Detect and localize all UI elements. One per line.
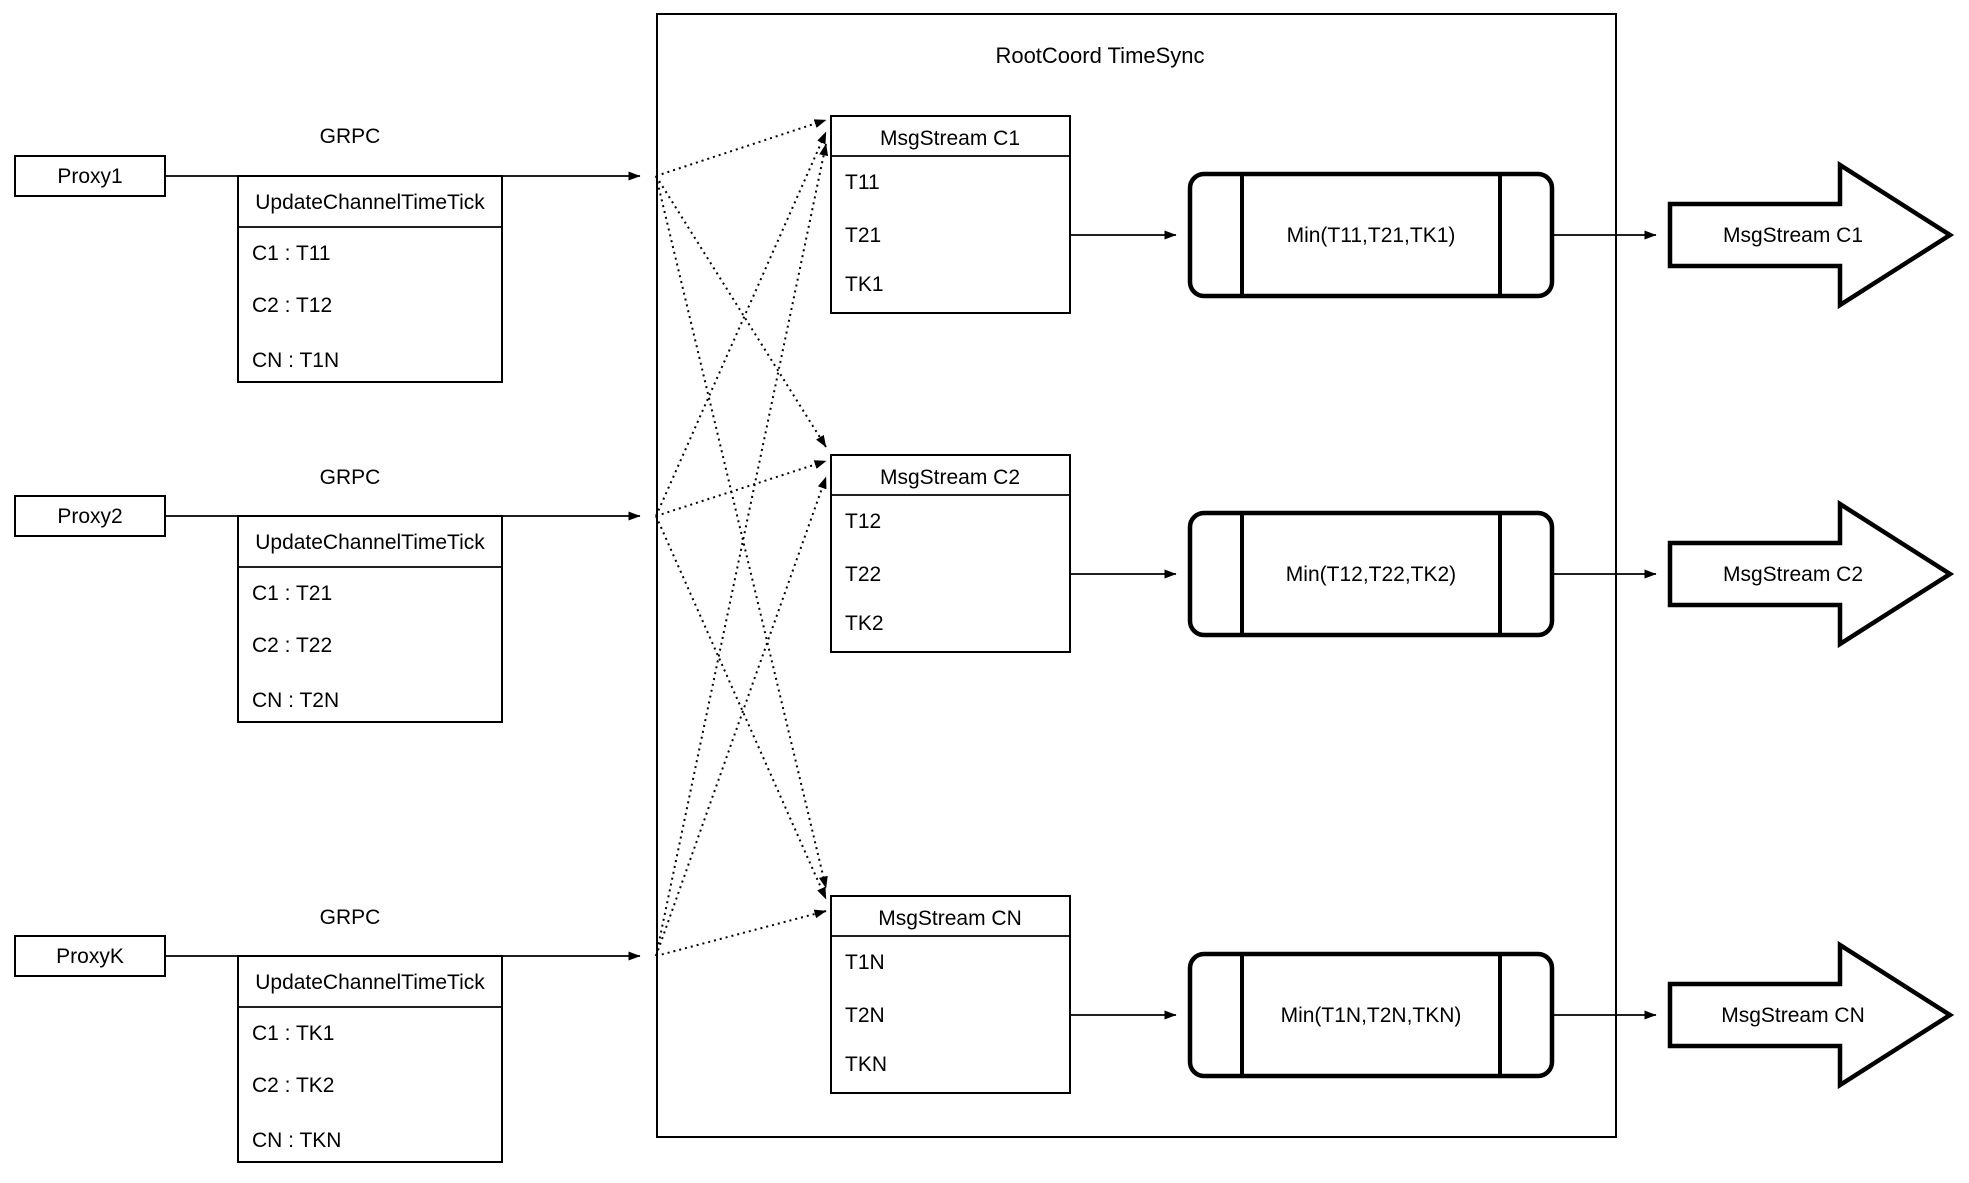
grpc-label-1: GRPC — [320, 125, 381, 148]
table-row: CN : TKN — [252, 1129, 341, 1152]
table-row: C1 : TK1 — [252, 1022, 334, 1045]
proxy1-group: Proxy1 GRPC UpdateChannelTimeTick C1 : T… — [14, 125, 641, 383]
table-row: CN : T1N — [252, 349, 339, 372]
dotted-link-proxy1-cn — [655, 175, 828, 889]
proxy1-box — [14, 155, 166, 197]
proxy2-label: Proxy2 — [57, 505, 122, 528]
output-arrow-c1: MsgStream C1 — [1667, 160, 1955, 310]
table-header: UpdateChannelTimeTick — [255, 191, 485, 214]
table-header: MsgStream C1 — [880, 127, 1020, 150]
table-row: T2N — [845, 1004, 885, 1027]
table-row: T21 — [845, 224, 881, 247]
dotted-link-proxy2-cn — [655, 515, 827, 900]
table-header: MsgStream C2 — [880, 466, 1020, 489]
min-label: Min(T11,T21,TK1) — [1287, 224, 1456, 247]
table-row: TK1 — [845, 273, 884, 296]
dotted-link-proxy2-c1 — [655, 131, 827, 517]
table-frame — [830, 454, 1071, 653]
table-frame — [237, 955, 503, 1163]
output-arrow-cn: MsgStream CN — [1667, 940, 1955, 1090]
table-row: TK2 — [845, 612, 884, 635]
table-frame — [830, 115, 1071, 314]
table-row: T11 — [845, 171, 880, 194]
table-row: TKN — [845, 1053, 887, 1076]
update-channel-timetick-table-3: UpdateChannelTimeTick C1 : TK1 C2 : TK2 … — [237, 955, 503, 1163]
fat-arrow-shape — [1667, 499, 1955, 649]
stream-cn-pipeline: MsgStream CN T1N T2N TKN Min(T1N,T2N,TKN… — [830, 895, 1955, 1094]
msgstream-c1-table: MsgStream C1 T11 T21 TK1 — [830, 115, 1071, 314]
table-frame — [237, 515, 503, 723]
table-row: C2 : T22 — [252, 634, 332, 657]
min-node-cn: Min(T1N,T2N,TKN) — [1187, 951, 1555, 1079]
min-label: Min(T1N,T2N,TKN) — [1281, 1004, 1462, 1027]
table-frame — [237, 175, 503, 383]
table-row: C1 : T11 — [252, 242, 331, 265]
fat-arrow-shape — [1667, 160, 1955, 310]
output-label: MsgStream C1 — [1723, 224, 1863, 247]
proxyk-box — [14, 935, 166, 977]
proxy1-label: Proxy1 — [57, 165, 122, 188]
table-row: C2 : T12 — [252, 294, 332, 317]
table-row: C2 : TK2 — [252, 1074, 334, 1097]
table-row: T12 — [845, 510, 881, 533]
min-label: Min(T12,T22,TK2) — [1286, 563, 1456, 586]
msgstream-cn-table: MsgStream CN T1N T2N TKN — [830, 895, 1071, 1094]
table-row: T22 — [845, 563, 881, 586]
update-channel-timetick-table-2: UpdateChannelTimeTick C1 : T21 C2 : T22 … — [237, 515, 503, 723]
proxy2-box — [14, 495, 166, 537]
table-header: UpdateChannelTimeTick — [255, 531, 485, 554]
proxyk-label: ProxyK — [56, 945, 124, 968]
table-row: CN : T2N — [252, 689, 339, 712]
min-node-c1: Min(T11,T21,TK1) — [1187, 171, 1555, 299]
table-frame — [830, 895, 1071, 1094]
grpc-label-3: GRPC — [320, 906, 381, 929]
table-row: C1 : T21 — [252, 582, 332, 605]
stream-c1-pipeline: MsgStream C1 T11 T21 TK1 Min(T11,T21,TK1… — [830, 115, 1955, 314]
output-arrow-c2: MsgStream C2 — [1667, 499, 1955, 649]
output-label: MsgStream C2 — [1723, 563, 1863, 586]
timetick-fanout-links — [655, 119, 829, 957]
proxy2-group: Proxy2 GRPC UpdateChannelTimeTick C1 : T… — [14, 466, 641, 723]
rootcoord-timesync-title: RootCoord TimeSync — [995, 43, 1204, 68]
table-row: T1N — [845, 951, 885, 974]
proxyk-group: ProxyK GRPC UpdateChannelTimeTick C1 : T… — [14, 906, 641, 1163]
output-label: MsgStream CN — [1721, 1004, 1865, 1027]
fat-arrow-shape — [1667, 940, 1955, 1090]
msgstream-c2-table: MsgStream C2 T12 T22 TK2 — [830, 454, 1071, 653]
stream-c2-pipeline: MsgStream C2 T12 T22 TK2 Min(T12,T22,TK2… — [830, 454, 1955, 653]
table-header: UpdateChannelTimeTick — [255, 971, 485, 994]
dotted-link-proxyk-c1 — [655, 143, 829, 957]
update-channel-timetick-table-1: UpdateChannelTimeTick C1 : T11 C2 : T12 … — [237, 175, 503, 383]
min-node-c2: Min(T12,T22,TK2) — [1187, 510, 1555, 638]
table-header: MsgStream CN — [878, 907, 1022, 930]
grpc-label-2: GRPC — [320, 466, 381, 489]
dotted-link-proxyk-c2 — [655, 476, 827, 957]
